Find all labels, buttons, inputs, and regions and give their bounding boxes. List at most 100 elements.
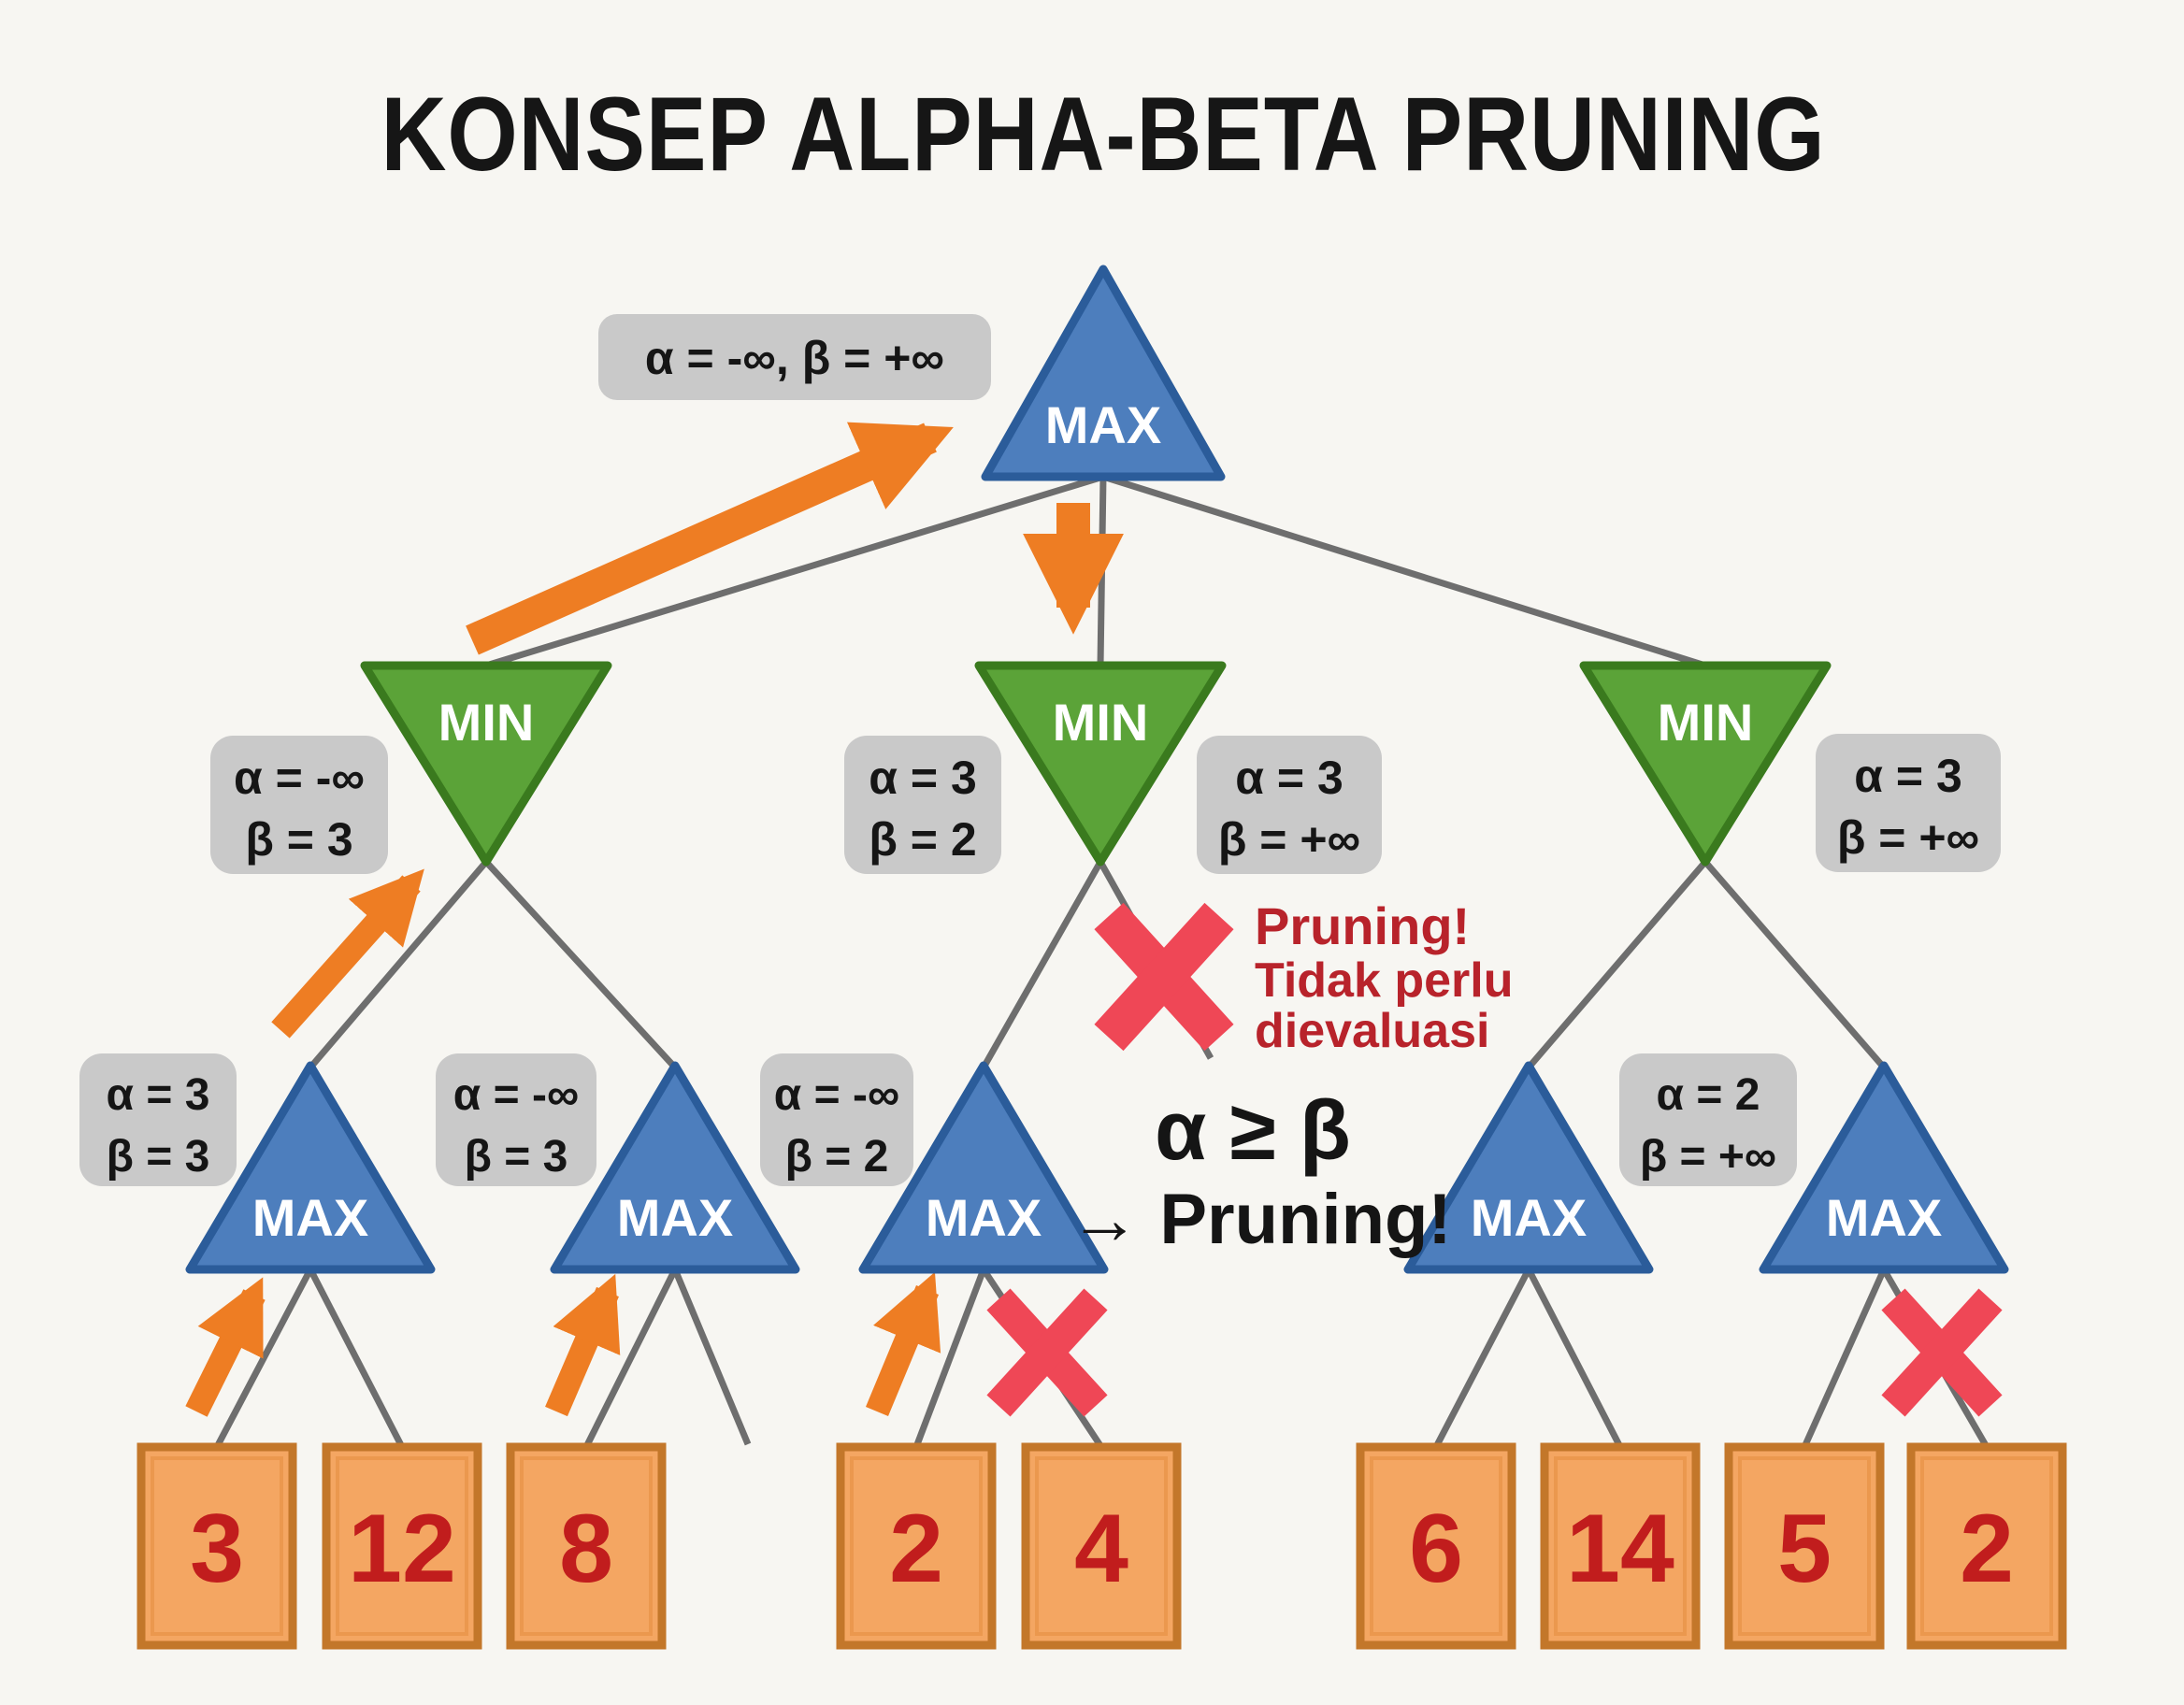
label-box xyxy=(1619,1053,1797,1186)
edge-max2-leaf8 xyxy=(582,1268,679,1449)
leaf-box xyxy=(1906,1442,2067,1650)
leaf-box-inner xyxy=(1370,1456,1502,1636)
label-box xyxy=(844,736,1001,874)
leaf-box xyxy=(836,1442,997,1650)
x-stroke xyxy=(1881,1288,2003,1417)
x-stroke xyxy=(986,1288,1108,1417)
label-alpha: α = 3 xyxy=(869,752,977,804)
leaf-nodes: 3 12 8 2 4 6 14 xyxy=(136,1442,2067,1650)
leaf3-up-arrow xyxy=(185,1277,266,1417)
edge-min1-max1 xyxy=(308,859,489,1070)
edge-min2-max3 xyxy=(980,860,1104,1069)
edge-min3-max5 xyxy=(1703,859,1887,1070)
label-alpha: α = 3 xyxy=(107,1070,210,1120)
leaf-value: 2 xyxy=(1960,1495,2014,1603)
alpha-beta-label-min3: α = 3 β = +∞ xyxy=(1816,734,2001,872)
leaf-value: 12 xyxy=(348,1495,456,1603)
label-alpha: α = 3 xyxy=(1854,750,1962,802)
edge-root-min1 xyxy=(484,473,1105,669)
min1-label: MIN xyxy=(438,693,535,752)
leaf-box xyxy=(1540,1442,1701,1650)
condition-expression: α ≥ β xyxy=(1155,1084,1351,1178)
alpha-beta-label-min2-left: α = 3 β = 2 xyxy=(844,736,1001,874)
leaf-box-inner xyxy=(336,1456,468,1636)
label-beta: β = 3 xyxy=(107,1132,210,1182)
max2-triangle xyxy=(550,1061,800,1274)
pruning-note-line1: Pruning! xyxy=(1255,896,1470,955)
leaf-box-inner xyxy=(520,1456,653,1636)
label-text: α = -∞, β = +∞ xyxy=(645,332,944,384)
max3-triangle xyxy=(858,1061,1109,1274)
leaf-value: 5 xyxy=(1777,1495,1832,1603)
pruning-x-max5 xyxy=(1881,1288,2003,1417)
min2-label: MIN xyxy=(1053,693,1149,752)
min3-label: MIN xyxy=(1658,693,1754,752)
leaf-value: 14 xyxy=(1566,1495,1674,1603)
leaf-value: 4 xyxy=(1074,1495,1128,1603)
leaf-node-3: 8 xyxy=(506,1442,667,1650)
min-node-2: MIN xyxy=(974,661,1227,867)
label-beta: β = 3 xyxy=(465,1132,568,1182)
pruning-condition: α ≥ β → Pruning! xyxy=(1069,1084,1452,1259)
pruning-x-min2 xyxy=(1094,902,1234,1052)
leaf-node-4: 2 xyxy=(836,1442,997,1650)
page-title: KONSEP ALPHA-BETA PRUNING xyxy=(381,76,1826,193)
max1-triangle xyxy=(185,1061,436,1274)
label-alpha: α = -∞ xyxy=(453,1070,579,1120)
max1-label: MAX xyxy=(252,1188,368,1247)
leaf-node-7: 14 xyxy=(1540,1442,1701,1650)
pruning-x-max3 xyxy=(986,1288,1108,1417)
max-node-4: MAX xyxy=(1403,1061,1654,1274)
leaf-box xyxy=(1356,1442,1516,1650)
alpha-beta-label-max3: α = -∞ β = 2 xyxy=(760,1053,913,1186)
edge-max4-leaf6 xyxy=(1432,1268,1532,1449)
label-alpha: α = -∞ xyxy=(234,752,365,804)
alpha-beta-label-max1: α = 3 β = 3 xyxy=(79,1053,237,1186)
label-box xyxy=(79,1053,237,1186)
pruning-note-line2: Tidak perlu xyxy=(1255,953,1513,1008)
min2-triangle xyxy=(974,661,1227,867)
max3-label: MAX xyxy=(926,1188,1042,1247)
edge-max1-leaf12 xyxy=(307,1268,406,1449)
edge-max3-leaf2 xyxy=(912,1268,987,1449)
label-alpha: α = 3 xyxy=(1235,752,1343,804)
leaf-box xyxy=(322,1442,482,1650)
alpha-beta-label-root: α = -∞, β = +∞ xyxy=(598,314,991,400)
max-node-2: MAX xyxy=(550,1061,800,1274)
max4-triangle xyxy=(1403,1061,1654,1274)
label-beta: β = 3 xyxy=(245,813,352,866)
edge-max2-unvisited xyxy=(671,1268,752,1446)
leaf-box-inner xyxy=(850,1456,983,1636)
root-max-triangle xyxy=(981,265,1226,481)
max4-label: MAX xyxy=(1471,1188,1587,1247)
leaf-box xyxy=(1021,1442,1182,1650)
leaf-node-2: 12 xyxy=(322,1442,482,1650)
max2-label: MAX xyxy=(617,1188,733,1247)
root-max-label: MAX xyxy=(1045,395,1161,454)
leaf-box xyxy=(1724,1442,1885,1650)
max-node-3: MAX xyxy=(858,1061,1109,1274)
root-max-node: MAX xyxy=(981,265,1226,481)
leaf-node-1: 3 xyxy=(136,1442,297,1650)
max5-label: MAX xyxy=(1826,1188,1942,1247)
label-beta: β = +∞ xyxy=(1640,1132,1776,1182)
label-alpha: α = 2 xyxy=(1657,1070,1760,1120)
label-box xyxy=(1197,736,1382,874)
edge-root-min2 xyxy=(1097,476,1107,666)
leaf-box xyxy=(506,1442,667,1650)
leaf-node-8: 5 xyxy=(1724,1442,1885,1650)
alpha-beta-label-min1: α = -∞ β = 3 xyxy=(210,736,388,874)
max5-triangle xyxy=(1759,1061,2009,1274)
leaf-value: 2 xyxy=(889,1495,943,1603)
pruning-note-line3: dievaluasi xyxy=(1255,1004,1489,1058)
edge-min1-max2 xyxy=(483,859,678,1070)
leaf-node-9: 2 xyxy=(1906,1442,2067,1650)
leaf-box xyxy=(136,1442,297,1650)
leaf-value: 8 xyxy=(559,1495,613,1603)
min-node-1: MIN xyxy=(360,661,612,867)
leaf-value: 3 xyxy=(190,1495,244,1603)
leaf-box-inner xyxy=(1554,1456,1687,1636)
edge-min3-max4 xyxy=(1526,859,1708,1070)
leaf-node-6: 6 xyxy=(1356,1442,1516,1650)
